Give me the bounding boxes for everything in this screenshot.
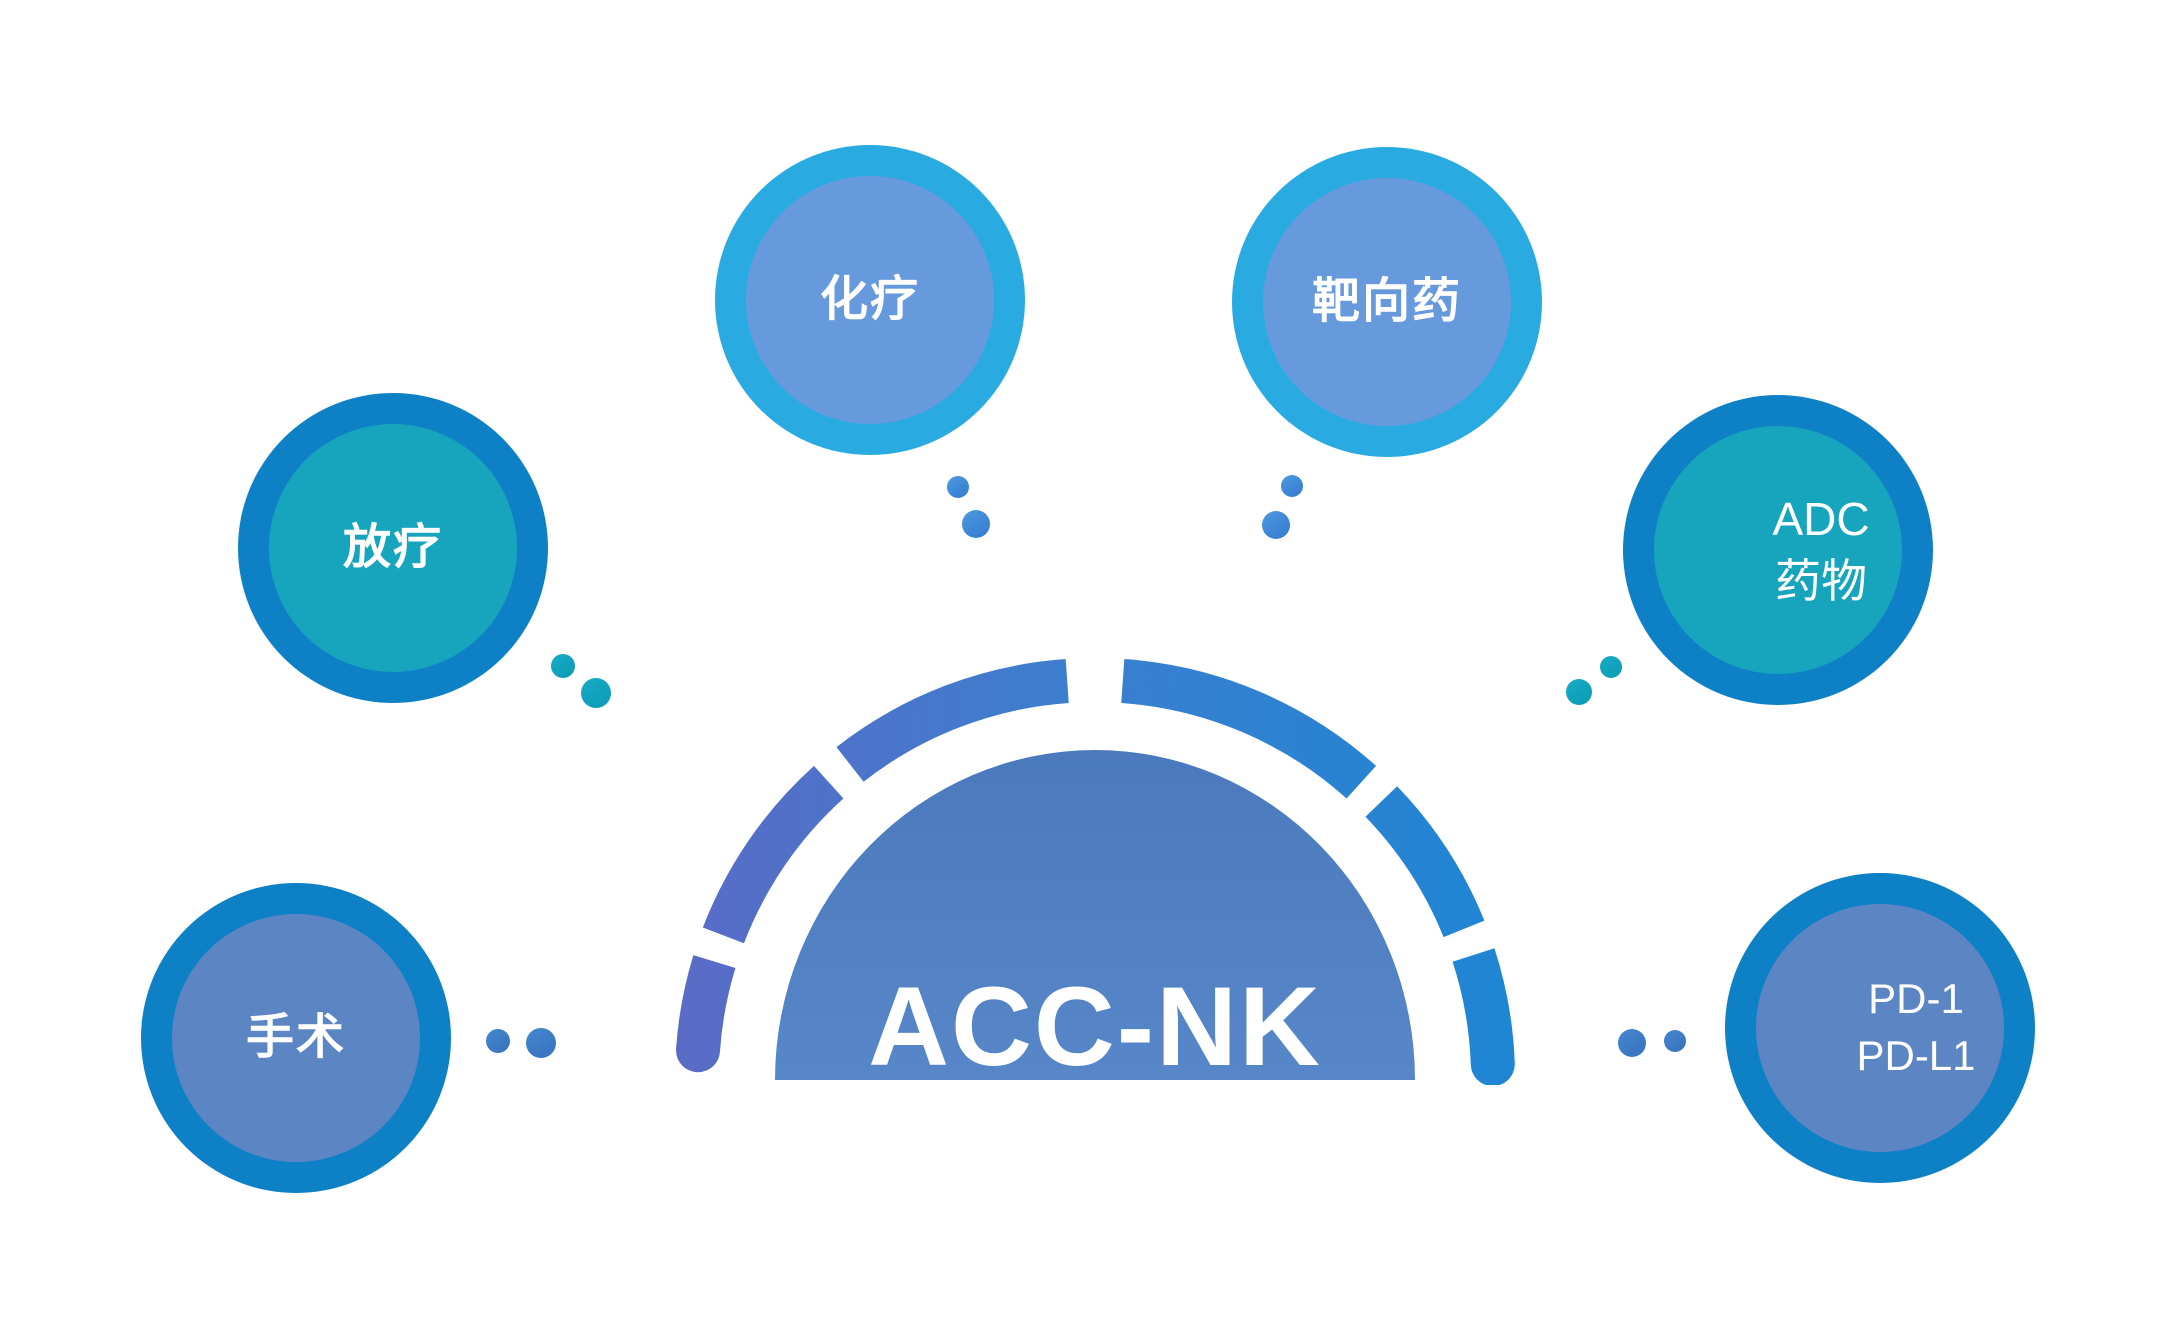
node-surgery-label: 手术 [245,1011,346,1064]
center-dome [775,750,1415,1080]
dashed-arc [676,659,1515,1085]
node-surgery-body: 手术 [172,914,420,1162]
connector-dot-targeted-large [1262,511,1290,539]
connector-dot-surgery-large [526,1028,556,1058]
dashed-arc-segment-3 [836,659,1069,782]
connector-dot-surgery-small [486,1029,510,1053]
center-graphic: ACC-NK [676,659,1515,1085]
node-adc-drug-body: ADC 药物 [1654,426,1902,674]
node-pd1-pdl1: PD-1 PD-L1 [1725,873,2035,1183]
connector-dot-chemotherapy-large [962,510,990,538]
node-chemotherapy-body: 化疗 [746,176,994,424]
dashed-arc-right-cap [1470,1042,1515,1085]
node-radiotherapy-body: 放疗 [269,424,517,672]
dashed-arc-segment-5 [1365,786,1485,938]
node-targeted-drug: 靶向药 [1232,147,1542,457]
node-targeted-drug-label: 靶向药 [1311,275,1462,328]
node-radiotherapy: 放疗 [238,393,548,703]
node-adc-drug-label-line2: 药物 [1775,555,1867,607]
node-adc-drug-label-line1: ADC [1772,492,1870,545]
connector-dot-pd-small [1664,1030,1686,1052]
connector-dot-radiotherapy-small [551,654,575,678]
node-radiotherapy-label: 放疗 [342,521,443,574]
connector-dot-targeted-small [1281,475,1303,497]
node-pd1-pdl1-body: PD-1 PD-L1 [1756,904,2004,1152]
node-chemotherapy: 化疗 [715,145,1025,455]
node-adc-drug: ADC 药物 [1623,395,1933,705]
connector-dot-chemotherapy-small [947,476,969,498]
dashed-arc-left-cap [676,1028,720,1073]
connector-dot-adc-small [1600,656,1622,678]
node-chemotherapy-label: 化疗 [819,273,920,326]
connector-dot-adc-large [1566,679,1592,705]
node-pd1-pdl1-label-line2: PD-L1 [1856,1032,1976,1079]
connector-dot-radiotherapy-large [581,678,611,708]
node-surgery: 手术 [141,883,451,1193]
connector-dot-pd-large [1618,1029,1646,1057]
node-pd1-pdl1-label-line1: PD-1 [1868,975,1964,1023]
node-targeted-drug-body: 靶向药 [1263,178,1511,426]
dashed-arc-segment-4 [1121,659,1377,799]
dashed-arc-segment-2 [702,765,844,944]
center-label: ACC-NK [868,964,1322,1085]
